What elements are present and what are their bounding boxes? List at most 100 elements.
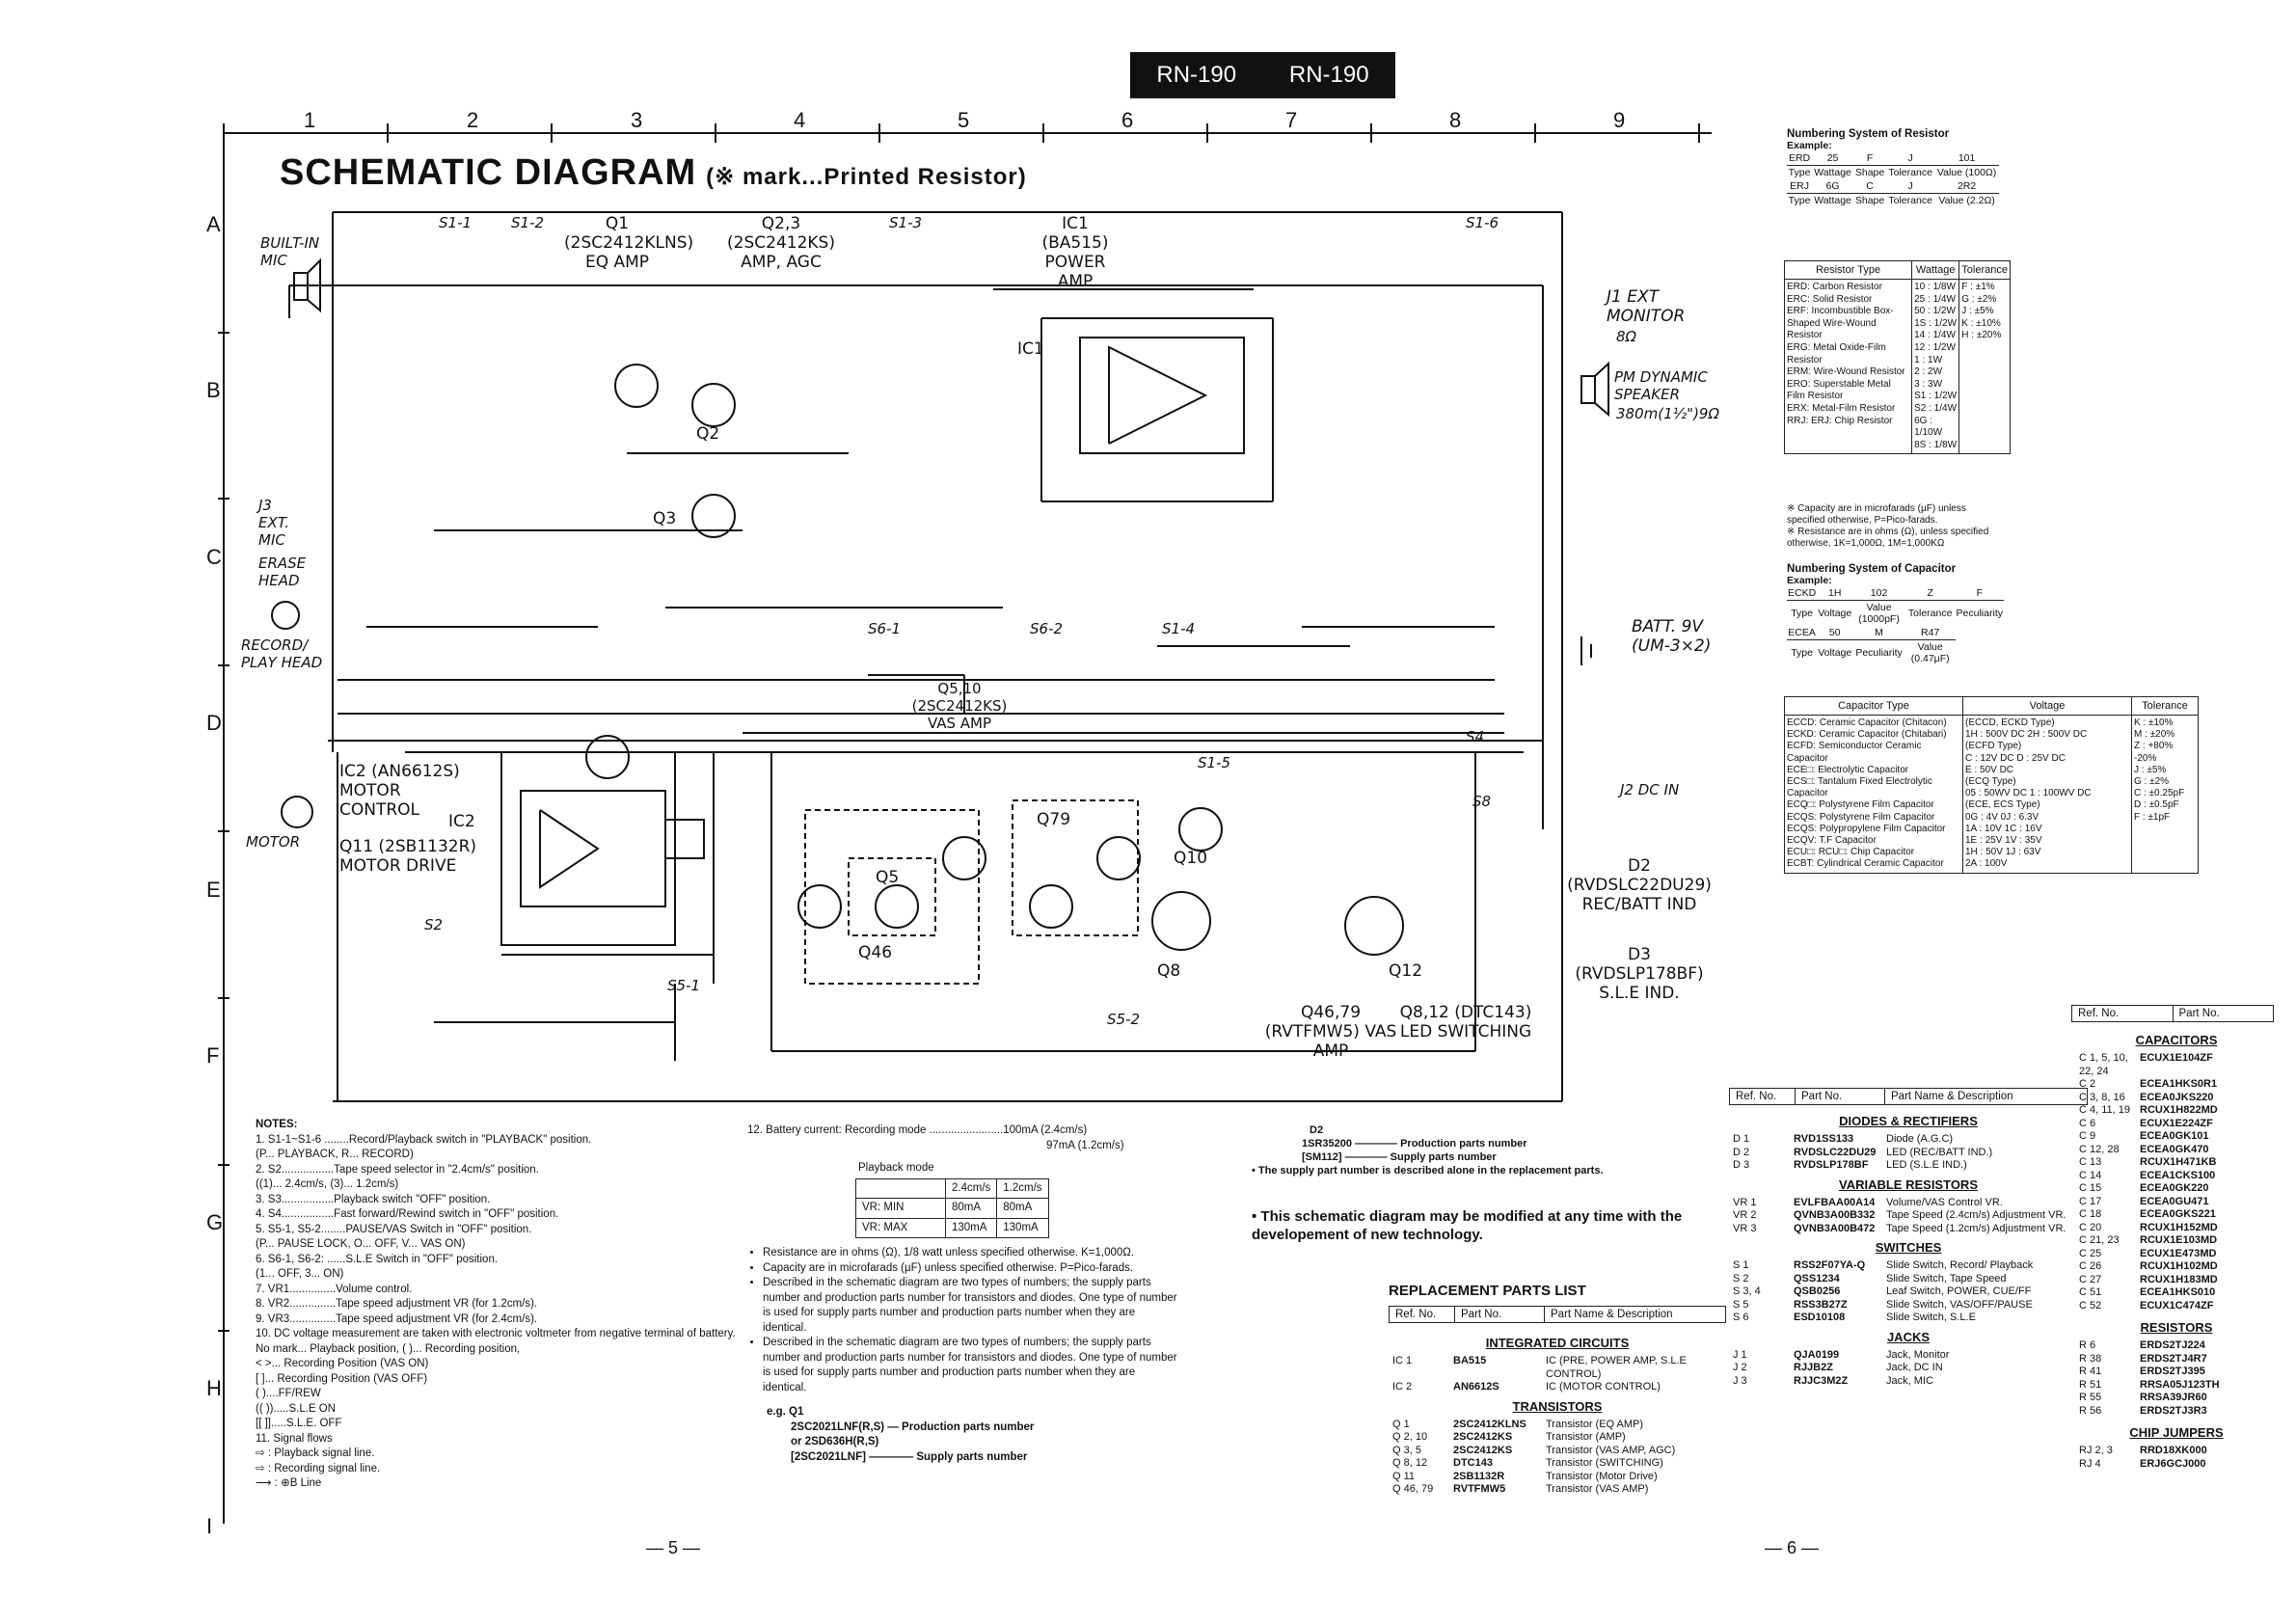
note-item: 3. S3.................Playback switch "O… (256, 1193, 491, 1205)
cell: Peculiarity (1956, 608, 2003, 619)
resistor-example: Example: (1787, 140, 1832, 151)
eg-line3: [2SC2021LNF] ———— Supply parts number (791, 1450, 1028, 1463)
bullet: Resistance are in ohms (Ω), 1/8 watt unl… (763, 1246, 1177, 1261)
d2-head: D2 (1310, 1124, 1324, 1136)
table-cell: Tape Speed (2.4cm/s) Adjustment VR. (1886, 1209, 2066, 1221)
table-cell: Transistor (EQ AMP) (1546, 1418, 1644, 1430)
cell: C (1853, 179, 1887, 194)
section-transistors: TRANSISTORS (1512, 1398, 1603, 1414)
bullet: Capacity are in microfarads (μF) unless … (763, 1261, 1177, 1277)
table-cell: Slide Switch, Tape Speed (1886, 1272, 2007, 1285)
table-cell: Q 11 (1392, 1470, 1416, 1482)
eg-line2: or 2SD636H(R,S) (791, 1436, 879, 1447)
note-item: [ ]... Recording Position (VAS OFF) (256, 1372, 428, 1385)
table-cell: RVDSLC22DU29 (1794, 1146, 1877, 1158)
cell: ECKD (1787, 586, 1818, 601)
table-cell: S 3, 4 (1733, 1285, 1761, 1297)
cell: Shape (1854, 195, 1885, 206)
label-d3: D3 (RVDSLP178BF) S.L.E IND. (1575, 945, 1704, 1003)
cell: 102 (1852, 586, 1905, 601)
cell: Tolerance (1907, 608, 1953, 619)
battery-bullets: Resistance are in ohms (Ω), 1/8 watt unl… (747, 1246, 1177, 1395)
table-cell: D 3 (1733, 1159, 1750, 1171)
label-s1-5: S1-5 (1198, 754, 1231, 771)
eg-line1: 2SC2021LNF(R,S) — Production parts numbe… (791, 1420, 1035, 1433)
label-s6-1: S6-1 (868, 620, 902, 637)
table-cell: QVNB3A00B332 (1794, 1209, 1876, 1221)
label-speaker: PM DYNAMIC SPEAKER (1614, 368, 1708, 403)
grid-col-5: 5 (958, 108, 970, 132)
label-j3: J3 EXT. MIC (258, 497, 289, 549)
resistor-notes: ※ Capacity are in microfarads (μF) unles… (1787, 503, 2004, 550)
table-cell: RCUX1E103MD (2140, 1234, 2218, 1246)
grid-row-b: B (206, 378, 221, 402)
label-q79: Q79 (1037, 810, 1071, 829)
table-cell: Q 1 (1392, 1418, 1410, 1430)
cell (1956, 640, 2004, 666)
section-ic: INTEGRATED CIRCUITS (1485, 1336, 1630, 1350)
grid-col-7: 7 (1285, 108, 1298, 132)
label-q12: Q12 (1389, 961, 1423, 981)
label-q812: Q8,12 (DTC143) LED SWITCHING (1399, 1003, 1532, 1041)
note-item: < >... Recording Position (VAS ON) (256, 1358, 429, 1369)
table-cell: C 9 (2079, 1130, 2096, 1142)
table-cell: RRSA05J123TH (2140, 1378, 2220, 1391)
table-cell: RSS3B27Z (1794, 1298, 1848, 1311)
resistor-watts: 10 : 1/8W 25 : 1/4W 50 : 1/2W 1S : 1/2W … (1911, 279, 1960, 454)
table-cell: IC 2 (1392, 1381, 1413, 1393)
table-cell: Transistor (Motor Drive) (1546, 1470, 1658, 1482)
resistor-note: ※ Capacity are in microfarads (μF) unles… (1787, 503, 1966, 526)
cell: Peculiarity (1855, 647, 1903, 659)
cell: Voltage (1818, 608, 1852, 619)
table-cell: Q 2, 10 (1392, 1431, 1428, 1443)
notes-head: NOTES: (256, 1119, 298, 1130)
table-cell: C 14 (2079, 1169, 2102, 1181)
table-cell: Volume/VAS Control VR. (1886, 1196, 2003, 1208)
label-rec-head: RECORD/ PLAY HEAD (241, 636, 323, 671)
grid-row-f: F (206, 1043, 220, 1068)
cell: 25 (1812, 151, 1853, 166)
label-q10: Q10 (1174, 849, 1208, 868)
capacitor-tol: K : ±10% M : ±20% Z : +80% -20% J : ±5% … (2134, 717, 2185, 823)
table-cell: Leaf Switch, POWER, CUE/FF (1886, 1285, 2032, 1297)
table-cell: BA515 (1453, 1355, 1487, 1366)
table-cell: ECEA1CKS100 (2140, 1169, 2216, 1181)
d2-line1: 1SR35200 ———— Production parts number (1302, 1138, 1527, 1150)
label-q5: Q5 (876, 868, 900, 887)
cell: F (1955, 586, 2004, 601)
table-cell: 2SC2412KLNS (1453, 1418, 1526, 1430)
note-item: ⇨ : Playback signal line. (256, 1447, 375, 1459)
cell: R47 (1904, 626, 1956, 640)
table-cell: S 2 (1733, 1272, 1749, 1285)
resistor-numbering: Numbering System of Resistor Example: ER… (1787, 128, 1999, 207)
capacitor-numbering: Numbering System of Capacitor Example: E… (1787, 563, 2004, 665)
label-ic2-b: IC2 (448, 812, 475, 831)
section-chip-jumpers: CHIP JUMPERS (2129, 1425, 2224, 1440)
diagram-title: SCHEMATIC DIAGRAM(※ mark...Printed Resis… (280, 152, 1027, 194)
note-item: 4. S4.................Fast forward/Rewin… (256, 1208, 559, 1220)
notes-list: 1. S1-1~S1-6 ........Record/Playback swi… (256, 1133, 747, 1492)
table-cell: R 6 (2079, 1339, 2096, 1351)
cell: 6G (1812, 179, 1853, 194)
section-vr: VARIABLE RESISTORS (1839, 1177, 1978, 1192)
table-cell: C 21, 23 (2079, 1234, 2120, 1246)
page-number-5: — 5 — (646, 1538, 701, 1557)
table-cell: J 1 (1733, 1348, 1747, 1361)
th: Capacitor Type (1784, 696, 1963, 716)
table-cell: ECEA0GK101 (2140, 1130, 2209, 1142)
label-q1: Q1 (2SC2412KLNS) EQ AMP (564, 214, 694, 272)
table-cell: LED (REC/BATT IND.) (1886, 1146, 1993, 1158)
